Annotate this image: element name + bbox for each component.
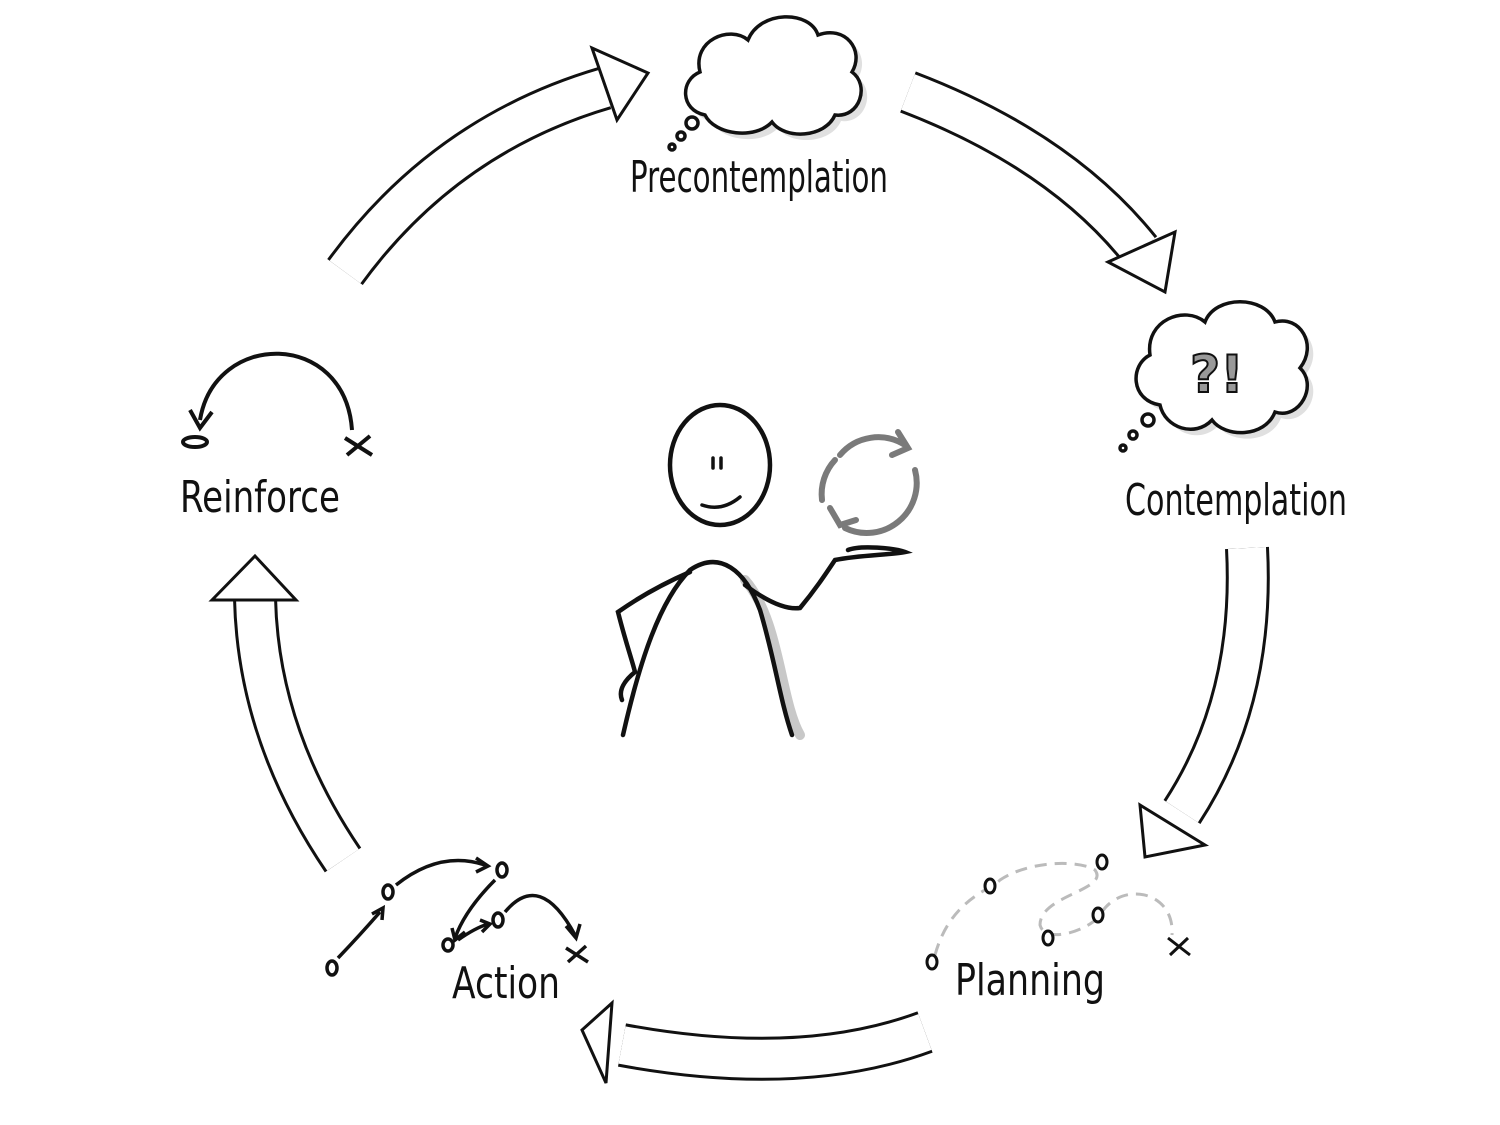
- action-route-icon: [325, 856, 589, 977]
- cloud-symbols: ?!: [1190, 345, 1244, 405]
- arrow-contemplation-to-planning: [1138, 546, 1270, 859]
- stage-label-reinforce: Reinforce: [180, 472, 340, 523]
- stage-label-planning: Planning: [955, 955, 1105, 1006]
- arrow-reinforce-to-precontemplation: [327, 45, 651, 285]
- stick-figure-person: [615, 402, 913, 740]
- loop-back-arrow-icon: [181, 351, 374, 457]
- question-exclamation-cloud-icon: ?!: [1118, 300, 1314, 453]
- thought-cloud-icon: [667, 15, 868, 152]
- stage-label-action: Action: [452, 958, 560, 1009]
- stage-label-contemplation: Contemplation: [1125, 475, 1347, 526]
- arrow-planning-to-action: [580, 999, 933, 1084]
- cycle-icon: [818, 429, 920, 536]
- planning-route-icon: [925, 853, 1191, 971]
- stage-label-precontemplation: Precontemplation: [630, 152, 888, 203]
- arrow-precontemplation-to-contemplation: [900, 71, 1177, 295]
- arrow-action-to-reinforce: [208, 553, 362, 873]
